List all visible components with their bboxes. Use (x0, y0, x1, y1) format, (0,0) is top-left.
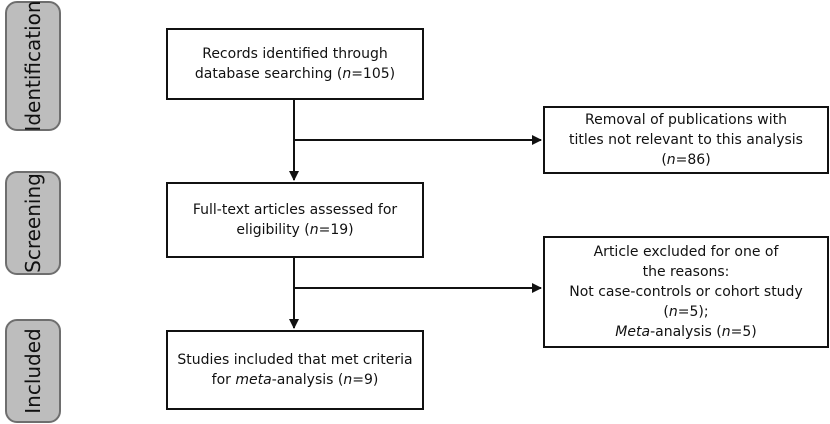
records-line-2: database searching (n=105) (194, 66, 396, 82)
removal-box: Removal of publications with titles not … (543, 106, 829, 174)
fulltext-line-1: Full-text articles assessed for (192, 202, 398, 218)
included-line-2: for meta-analysis (n=9) (211, 372, 379, 388)
included-box: Studies included that met criteria for m… (166, 330, 424, 410)
included-line-1: Studies included that met criteria (177, 352, 413, 368)
removal-line-3: (n=86) (661, 152, 711, 168)
excluded-line-4: (n=5); (663, 304, 709, 320)
excluded-line-3: Not case-controls or cohort study (569, 284, 803, 300)
fulltext-line-2: eligibility (n=19) (236, 222, 354, 238)
excluded-line-1: Article excluded for one of (593, 244, 779, 260)
records-identified-box: Records identified through database sear… (166, 28, 424, 100)
phase-screening: Screening (5, 171, 61, 275)
excluded-box: Article excluded for one of the reasons:… (543, 236, 829, 348)
records-line-1: Records identified through (202, 46, 388, 62)
phase-included: Included (5, 319, 61, 423)
removal-line-2: titles not relevant to this analysis (569, 132, 803, 148)
fulltext-box: Full-text articles assessed for eligibil… (166, 182, 424, 258)
phase-identification: Identification (5, 0, 61, 132)
excluded-line-5: Meta-analysis (n=5) (615, 324, 757, 340)
excluded-line-2: the reasons: (642, 264, 730, 280)
removal-line-1: Removal of publications with (584, 112, 788, 128)
